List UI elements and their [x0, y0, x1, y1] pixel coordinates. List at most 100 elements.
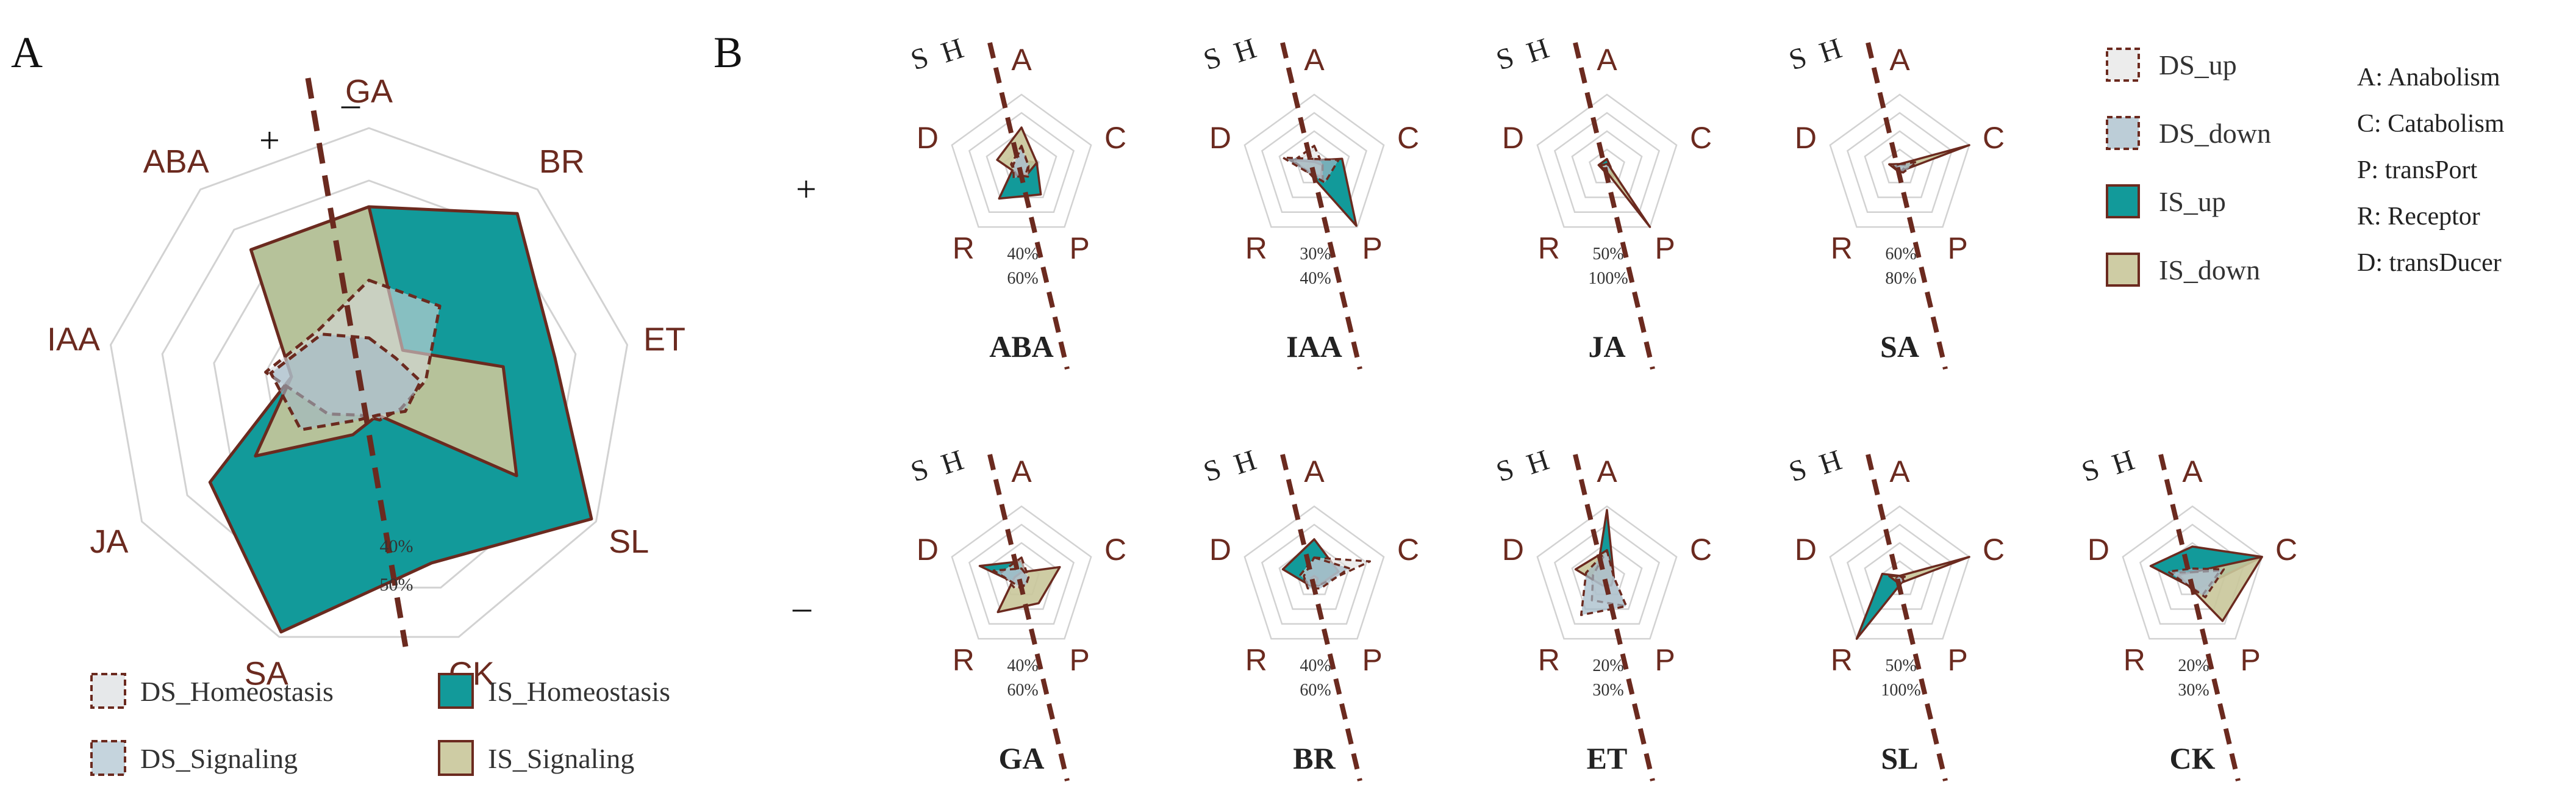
divider-line	[1866, 454, 1948, 781]
axis-label-c: C	[2275, 533, 2297, 567]
legend-swatch-is-signaling	[438, 740, 474, 776]
grid-ring-2	[1864, 542, 1936, 610]
divider-line	[987, 454, 1070, 781]
legend-swatch-ds-down	[2106, 116, 2140, 150]
axis-label-p: P	[1948, 231, 1968, 265]
corner-label-h: H	[937, 443, 967, 481]
panel-label-b: B	[714, 28, 743, 77]
legend-label-is-homeostasis: IS_Homeostasis	[488, 676, 670, 707]
divider-line	[1280, 454, 1362, 781]
divider-line	[1573, 454, 1655, 781]
legend-label-ds-homeostasis: DS_Homeostasis	[140, 676, 334, 707]
chart-title-ck: CK	[2170, 741, 2216, 775]
legend-label-ds-down: DS_down	[2159, 118, 2271, 149]
axis-label-r: R	[953, 643, 975, 677]
axis-label-d: D	[1209, 121, 1231, 155]
corner-label-s: S	[1492, 453, 1518, 489]
grid-ring-4	[1829, 93, 1970, 228]
ring-label-1: 20%	[2178, 656, 2209, 675]
chart-title-ga: GA	[999, 741, 1045, 775]
grid-ring-4	[2122, 505, 2263, 640]
axis-label-d: D	[1209, 533, 1231, 567]
axis-label-a: A	[1304, 454, 1325, 489]
sign-minus: –	[341, 84, 360, 124]
legend-label-ds-signaling: DS_Signaling	[140, 743, 298, 774]
axis-label-br: BR	[539, 143, 585, 180]
axis-label-sa: SA	[245, 655, 288, 692]
axis-label-p: P	[1948, 643, 1968, 677]
ring-label-2: 50%	[380, 575, 413, 595]
divider-line	[305, 77, 409, 647]
corner-label-h: H	[2108, 443, 2138, 481]
key-item-2: C: Catabolism	[2357, 110, 2505, 138]
ring-label-2: 30%	[1592, 681, 1623, 700]
axis-label-a: A	[1011, 43, 1032, 77]
axis-label-p: P	[1070, 643, 1090, 677]
axis-label-d: D	[2088, 533, 2109, 567]
divider-line	[1573, 42, 1655, 370]
axis-label-sl: SL	[609, 523, 649, 560]
grid-ring-5	[109, 127, 629, 638]
series-ds-signaling	[269, 332, 423, 431]
ring-label-2: 60%	[1007, 681, 1038, 700]
axis-label-r: R	[2123, 643, 2145, 677]
chart-title-iaa: IAA	[1286, 329, 1342, 364]
ring-label-1: 40%	[1007, 656, 1038, 675]
axis-label-r: R	[1245, 643, 1267, 677]
divider-line	[2158, 454, 2241, 781]
key-item-1: A: Anabolism	[2357, 63, 2500, 92]
axis-label-a: A	[1597, 43, 1617, 77]
corner-label-h: H	[1230, 443, 1260, 481]
axis-label-c: C	[1690, 121, 1712, 155]
axis-label-a: A	[1597, 454, 1617, 489]
grid-ring-3	[968, 112, 1075, 214]
axis-label-aba: ABA	[143, 143, 209, 180]
legend-swatch-is-up	[2106, 184, 2140, 218]
legend-swatch-ds-homeostasis	[90, 673, 126, 709]
axis-label-r: R	[1538, 231, 1560, 265]
ring-label-1: 40%	[1300, 656, 1331, 675]
ring-label-1: 20%	[1592, 656, 1623, 675]
corner-label-s: S	[1785, 453, 1811, 489]
ring-label-2: 60%	[1300, 681, 1331, 700]
legend-swatch-ds-up	[2106, 48, 2140, 82]
grid-ring-3	[1553, 523, 1661, 625]
divider-line	[1280, 42, 1362, 370]
series-ds-down	[2167, 567, 2225, 598]
axis-label-c: C	[1104, 121, 1126, 155]
axis-label-p: P	[1362, 643, 1383, 677]
corner-label-s: S	[1492, 41, 1518, 77]
key-item-5: D: transDucer	[2357, 249, 2502, 277]
corner-label-h: H	[1523, 32, 1553, 69]
grid-ring-3	[1261, 112, 1368, 214]
divider-line	[987, 42, 1070, 370]
ring-label-2: 30%	[2178, 681, 2209, 700]
axis-label-d: D	[917, 121, 939, 155]
key-item-3: P: transPort	[2357, 156, 2478, 184]
row-sign-minus: –	[792, 587, 812, 627]
ring-label-1: 60%	[1885, 245, 1916, 264]
chart-title-br: BR	[1293, 741, 1336, 775]
ring-label-2: 40%	[1300, 269, 1331, 288]
divider-line	[1866, 42, 1948, 370]
corner-label-h: H	[937, 32, 967, 69]
legend-label-ds-up: DS_up	[2159, 49, 2237, 81]
axis-label-p: P	[1070, 231, 1090, 265]
grid-ring-4	[1829, 505, 1970, 640]
axis-label-c: C	[1690, 533, 1712, 567]
axis-label-a: A	[2182, 454, 2203, 489]
ring-label-1: 40%	[380, 536, 413, 556]
axis-label-r: R	[953, 231, 975, 265]
key-item-4: R: Receptor	[2357, 203, 2480, 231]
axis-label-a: A	[1011, 454, 1032, 489]
ring-label-2: 100%	[1588, 269, 1628, 288]
legend-label-is-signaling: IS_Signaling	[488, 743, 634, 774]
grid-ring-3	[1261, 523, 1368, 625]
